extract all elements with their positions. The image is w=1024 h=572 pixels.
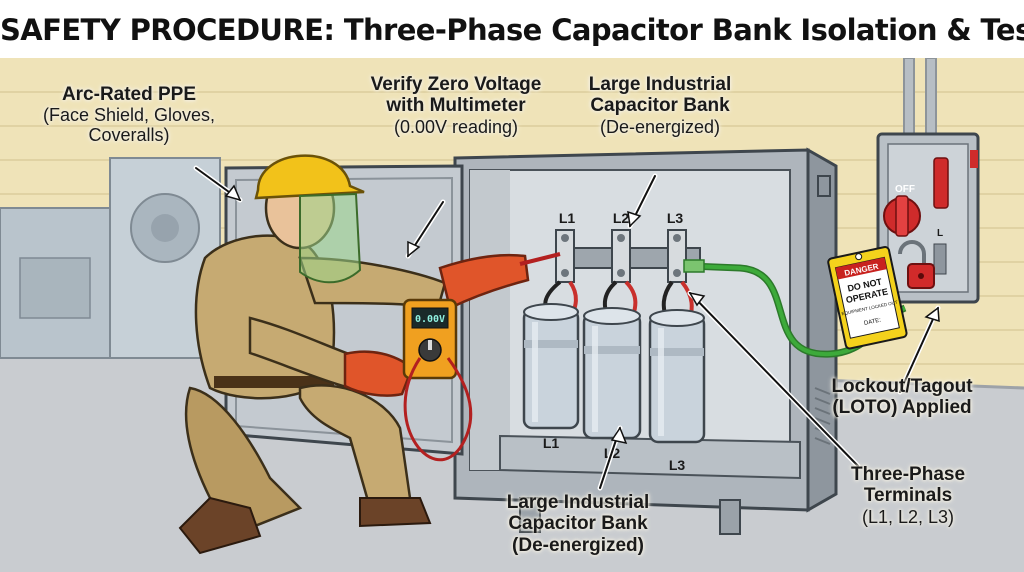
callout-capacitor-bank-top: Large Industrial Capacitor Bank (De-ener…	[560, 74, 760, 137]
callout-ppe-detail-1: (Face Shield, Gloves,	[42, 105, 216, 126]
capacitor-can-1	[522, 303, 580, 430]
padlock	[898, 240, 935, 289]
hard-hat	[254, 154, 365, 200]
base-label-l3: L3	[669, 457, 686, 473]
meter-display: 0.00V	[415, 314, 445, 325]
glove-right	[438, 253, 530, 310]
callout-verify-title: Verify Zero Voltage	[370, 74, 542, 95]
callout-capacitor-bank-bottom: Large Industrial Capacitor Bank (De-ener…	[478, 492, 678, 556]
glove-left	[343, 350, 414, 397]
capacitor-cabinet	[453, 147, 838, 535]
arrowheads	[224, 184, 940, 445]
callout-ppe: Arc-Rated PPE (Face Shield, Gloves, Cove…	[34, 84, 224, 146]
belt	[214, 376, 334, 388]
callout-bank-top-detail: (De-energized)	[599, 116, 721, 137]
capacitor-can-3	[648, 309, 706, 444]
face-shield	[299, 192, 362, 284]
callout-loto-title: Lockout/Tagout	[831, 376, 973, 397]
danger-tag: DANGER DO NOT OPERATE EQUIPMENT LOCKED O…	[827, 246, 908, 350]
probe-lead-red	[403, 357, 473, 462]
probe-tip	[519, 252, 561, 266]
callout-loto-title-2: (LOTO) Applied	[832, 397, 972, 419]
callout-terminals-detail: (L1, L2, L3)	[861, 506, 955, 527]
callout-bank-bottom-title: Large Industrial	[506, 492, 650, 513]
terminal-label-l2: L2	[613, 210, 630, 226]
callout-ppe-detail-2: Coveralls)	[88, 125, 170, 146]
scene-illustration: L1 L2 L3 L	[0, 58, 1024, 572]
disconnect-handle-label: L	[937, 228, 943, 239]
terminal-posts	[555, 229, 687, 283]
callout-terminals-title: Three-Phase	[850, 464, 966, 485]
callout-verify-title-2: with Multimeter	[386, 95, 526, 117]
callout-bank-bottom-title-2: Capacitor Bank	[508, 513, 648, 535]
capacitor-can-2	[582, 307, 642, 440]
callout-terminals: Three-Phase Terminals (L1, L2, L3)	[828, 464, 988, 527]
tag-line-4: DATE:	[864, 317, 882, 327]
terminal-bolts	[561, 234, 681, 277]
page-title: SAFETY PROCEDURE: Three-Phase Capacitor …	[0, 13, 1024, 47]
callout-bank-top-title: Large Industrial	[588, 74, 732, 95]
callout-bank-top-title-2: Capacitor Bank	[590, 95, 730, 117]
callout-ppe-title: Arc-Rated PPE	[61, 84, 197, 105]
terminal-label-l3: L3	[667, 210, 684, 226]
terminal-label-l1: L1	[559, 210, 576, 226]
disconnect-off-label: OFF	[895, 184, 915, 195]
multimeter: 0.00V	[402, 298, 458, 380]
callout-loto: Lockout/Tagout (LOTO) Applied	[812, 376, 992, 419]
technician	[178, 154, 530, 555]
callout-verify-voltage: Verify Zero Voltage with Multimeter (0.0…	[356, 74, 556, 137]
callout-terminals-title-2: Terminals	[863, 485, 953, 507]
background-machine	[0, 157, 221, 359]
callout-bank-bottom-detail: (De-energized)	[512, 534, 644, 556]
base-label-l1: L1	[543, 435, 560, 451]
callout-verify-detail: (0.00V reading)	[393, 116, 519, 137]
